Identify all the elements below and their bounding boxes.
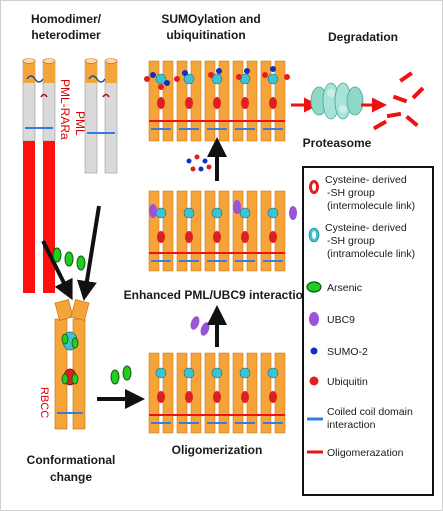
arrow-to-conformational-2 [77,205,101,301]
legend-item-sumo2: SUMO-2 [310,346,368,358]
legend-text: -SH group [327,235,375,247]
legend-text: Oligomerazation [327,447,404,459]
degradation-label: Degradation [328,30,398,44]
legend-text: Arsenic [327,282,362,294]
pml-rara-label: PML-RARa [58,79,72,140]
legend-item-arsenic: Arsenic [306,281,362,294]
legend-text: Ubiquitin [327,376,368,388]
legend-item-oligomerization: Oligomerazation [307,447,404,459]
legend-text: Cysteine- derived [325,222,407,234]
oligomer-row-bottom [148,352,286,434]
homodimer-label-line2: heterodimer [31,28,101,42]
degraded-fragments [372,71,425,131]
legend-box [302,166,434,496]
arsenic-icon [306,281,322,293]
legend-text: (intramolecule link) [327,248,415,260]
ubc9-free-group [190,316,210,336]
rbcc-label: RBCC [38,387,50,418]
homodimer-label-line1: Homodimer/ [31,12,102,26]
oligomer-row-top [144,60,290,142]
cysteine-intermolecule-icon [309,180,319,194]
legend-text: interaction [327,419,376,431]
legend-item-cysteine-intermolecule: Cysteine- derived -SH group (intermolecu… [309,174,415,212]
arsenic-free-group-2 [110,365,132,385]
proteasome-icon [310,82,364,120]
cysteine-intramolecule-icon [308,227,320,243]
legend-text: Coiled coil domain [327,406,413,418]
oligomer-row-middle [148,190,297,272]
sumoylation-label-line1: SUMOylation and [161,12,260,26]
legend-item-ubc9: UBC9 [309,312,355,326]
legend-item-cysteine-intramolecule: Cysteine- derived -SH group (intramolecu… [308,222,415,260]
pml-dimer [84,58,118,174]
ubc9-icon [309,312,319,326]
conformational-label-line2: change [50,470,92,484]
oligomerization-label: Oligomerization [172,443,263,457]
sumoylation-label-line2: ubiquitination [166,28,245,42]
arsenic-free-group-1 [52,247,86,271]
conformational-label-line1: Conformational [27,453,116,467]
legend-text: -SH group [327,187,375,199]
enhanced-interaction-label: Enhanced PML/UBC9 interaction [124,288,311,302]
ubiquitin-icon [309,376,319,386]
legend-text: Cysteine- derived [325,174,407,186]
legend-text: (intermolecule link) [327,200,415,212]
sumo-ubiquitin-free-group [186,154,212,172]
legend-text: SUMO-2 [327,346,368,358]
proteasome-label: Proteasome [303,136,372,150]
conformational-dimer [54,299,90,430]
pml-label: PML [73,111,87,136]
arrow-to-conformational-1 [41,240,73,301]
sumo2-icon [310,347,318,355]
legend-item-ubiquitin: Ubiquitin [309,376,368,388]
legend-text: UBC9 [327,314,355,326]
legend-item-coiled-coil: Coiled coil domain interaction [307,406,413,431]
